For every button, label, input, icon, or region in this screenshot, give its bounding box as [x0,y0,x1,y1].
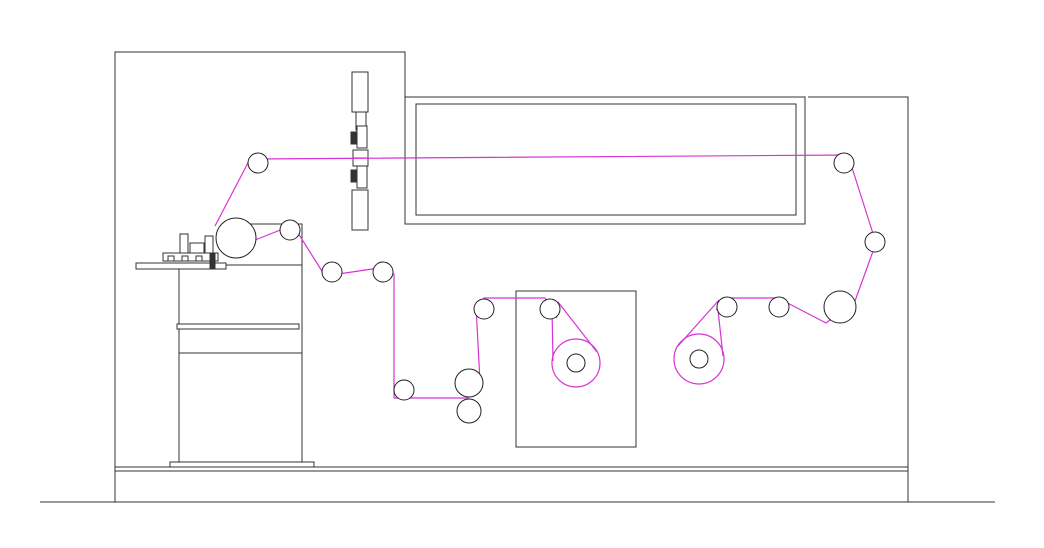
slitter-unit [350,71,369,231]
unwind-stand [135,223,315,468]
dryer-oven-inner [415,103,797,216]
unwind-roll [215,217,257,259]
right-tower-frame [808,96,909,467]
rewind-hub-right [566,353,586,373]
rewind-hub-left [689,349,709,369]
guide-roller [473,298,495,320]
guide-roller [833,152,855,174]
left-tower-frame [114,51,406,467]
dryer-oven-outer [404,96,806,225]
guide-roller [539,298,561,320]
guide-roller [768,296,790,318]
nip-roller-top [454,368,484,398]
guide-roller [393,379,415,401]
rewind-web-left-b [677,299,720,347]
guide-roller-large [823,290,857,324]
guide-roller [372,261,394,283]
nip-roller-bottom [456,398,482,424]
rewind-roll-right [551,338,601,388]
guide-roller [716,296,738,318]
rewind-cabinet [515,290,637,448]
guide-roller [321,261,343,283]
guide-roller [247,152,269,174]
guide-roller [279,219,301,241]
machine-base [114,466,909,503]
rewind-web-right-b [557,301,598,353]
rewind-roll-left [673,333,725,385]
rewind-web-left-a [717,309,724,357]
guide-roller [864,231,886,253]
